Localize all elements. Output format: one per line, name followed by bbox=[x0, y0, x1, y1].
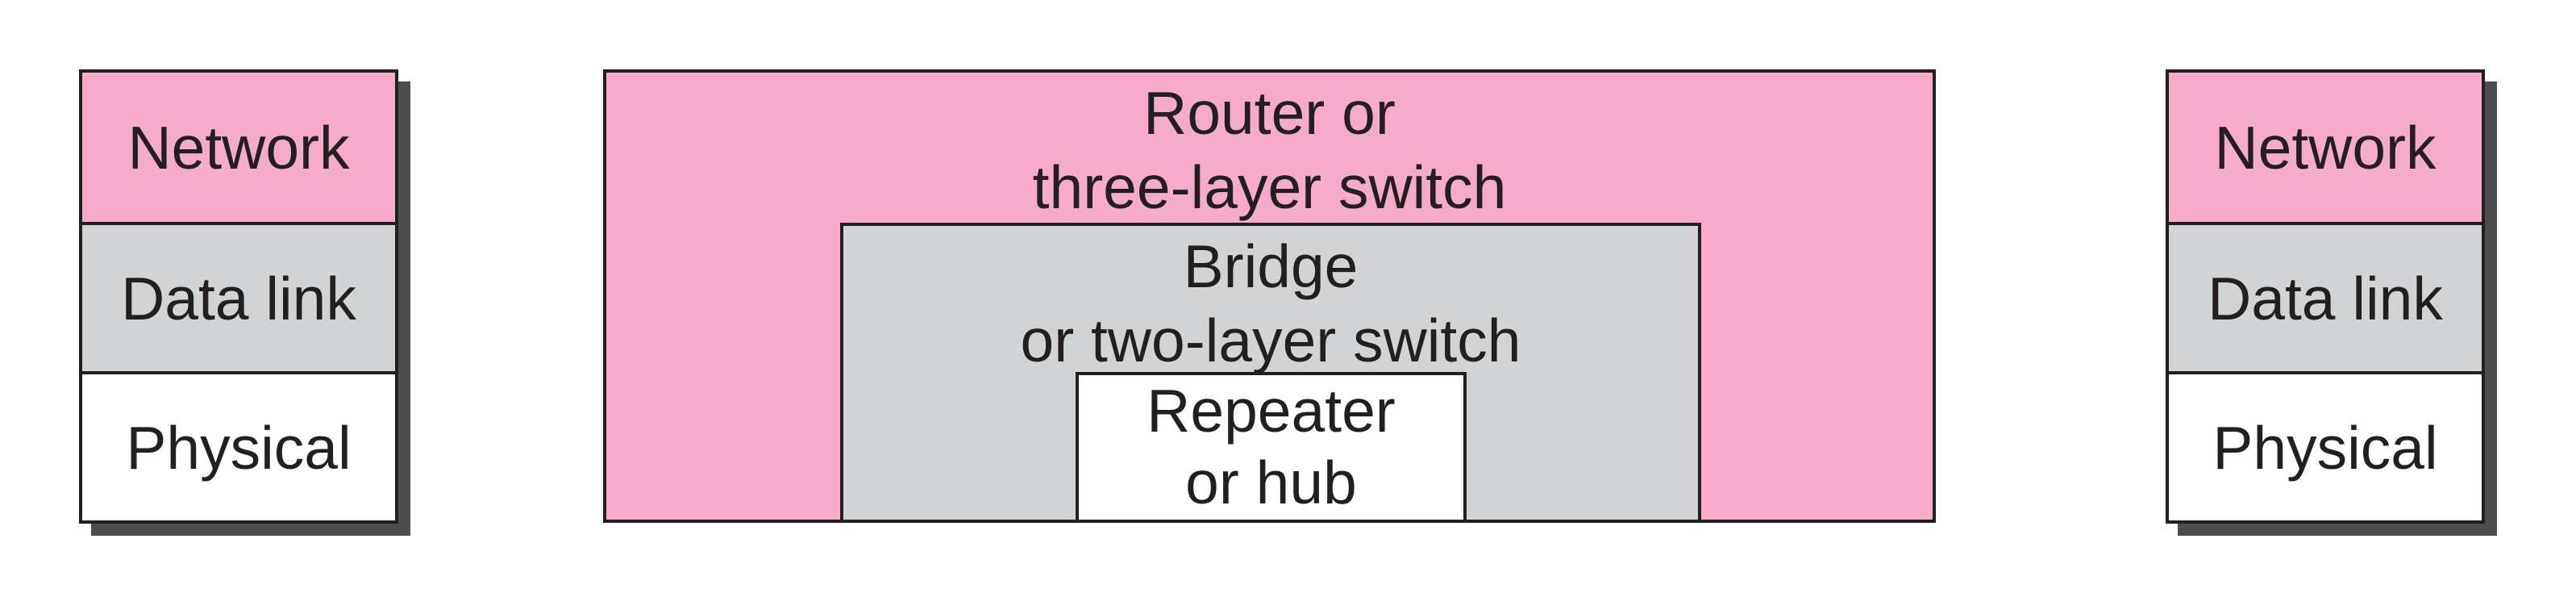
right-data-link-layer-label: Data link bbox=[2208, 264, 2443, 332]
left-data-link-layer: Data link bbox=[82, 222, 395, 371]
left-physical-layer-label: Physical bbox=[126, 413, 352, 482]
router-label-line2: three-layer switch bbox=[1032, 153, 1507, 221]
left-physical-layer: Physical bbox=[82, 371, 395, 520]
router-label-line1: Router or bbox=[1143, 79, 1396, 147]
left-protocol-stack: Network Data link Physical bbox=[79, 69, 398, 524]
repeater-label-line2: or hub bbox=[1185, 449, 1357, 516]
left-network-layer: Network bbox=[82, 73, 395, 222]
left-network-layer-label: Network bbox=[127, 113, 350, 182]
bridge-label-line1: Bridge bbox=[1183, 232, 1359, 300]
left-data-link-layer-label: Data link bbox=[121, 264, 356, 332]
bridge-label-line2: or two-layer switch bbox=[1020, 307, 1521, 374]
right-protocol-stack: Network Data link Physical bbox=[2166, 69, 2485, 524]
repeater-label-line1: Repeater bbox=[1147, 377, 1396, 445]
right-network-layer-label: Network bbox=[2214, 113, 2437, 182]
right-data-link-layer: Data link bbox=[2169, 222, 2482, 371]
right-network-layer: Network bbox=[2169, 73, 2482, 222]
right-physical-layer-label: Physical bbox=[2212, 413, 2438, 482]
right-physical-layer: Physical bbox=[2169, 371, 2482, 520]
repeater-box: Repeater or hub bbox=[1076, 372, 1467, 523]
